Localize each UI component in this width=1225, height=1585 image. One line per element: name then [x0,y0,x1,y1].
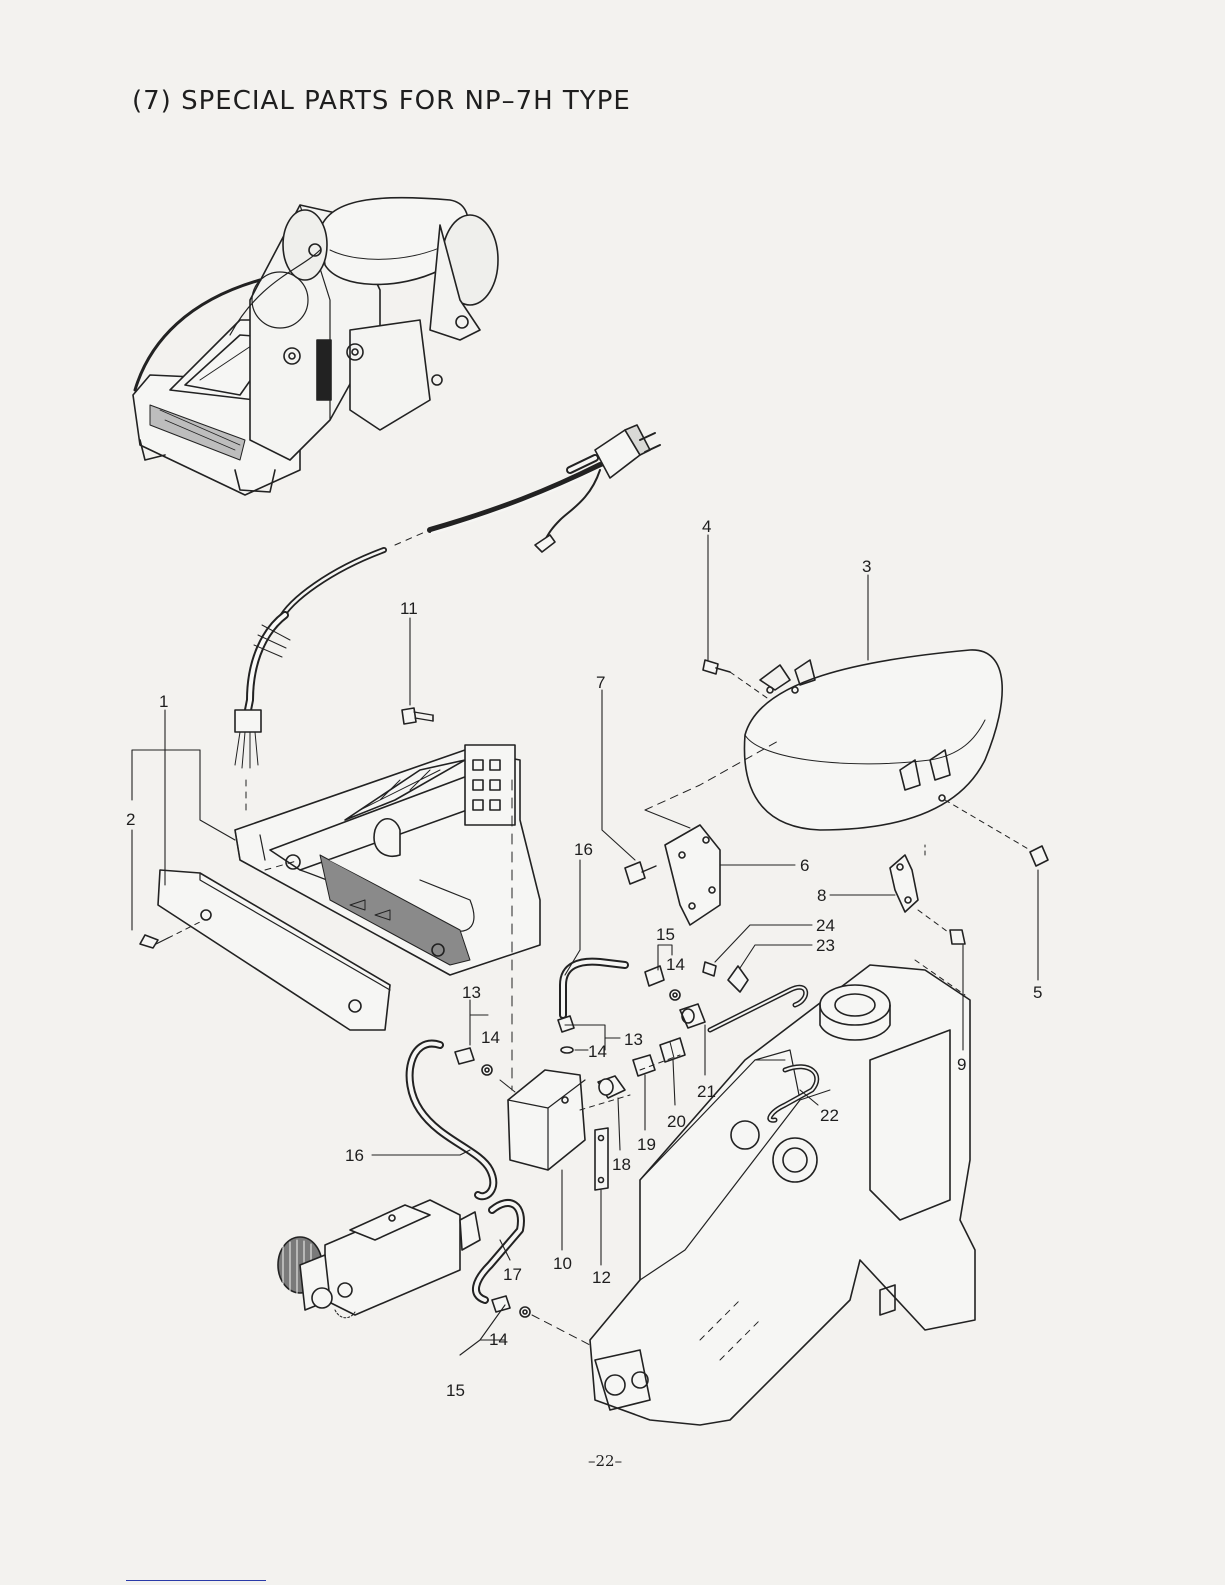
callout-7: 7 [596,673,605,692]
callout-16-upper: 16 [574,840,593,859]
callout-20: 20 [667,1112,686,1131]
callout-15-lower: 15 [446,1381,465,1400]
footer-link-underline [126,1580,266,1581]
callout-22: 22 [820,1106,839,1125]
callout-23: 23 [816,936,835,955]
fitting-part-21 [680,1004,705,1028]
callout-14-lower: 14 [489,1330,508,1349]
screw-part-7 [625,862,656,884]
callout-13-right: 13 [624,1030,643,1049]
bracket-part-8 [890,855,918,912]
callout-3: 3 [862,557,871,576]
air-filter-regulator [278,1200,480,1318]
callout-16-lower: 16 [345,1146,364,1165]
callout-6: 6 [800,856,809,875]
fitting-part-18 [598,1076,625,1098]
callout-5: 5 [1033,983,1042,1002]
tube-part-17 [476,1203,521,1300]
callout-12: 12 [592,1268,611,1287]
screw-part-24 [703,962,716,976]
callout-19: 19 [637,1135,656,1154]
valve-block-part-10 [508,1070,585,1170]
callout-24: 24 [816,916,835,935]
callout-15-upper: 15 [656,925,675,944]
callout-9: 9 [957,1055,966,1074]
callout-14-left: 14 [481,1028,500,1047]
bracket-part-6 [665,825,720,925]
screw-part-11 [402,708,433,724]
callout-11: 11 [400,599,418,618]
callout-10: 10 [553,1254,572,1273]
screw-part-5 [945,800,1048,866]
callout-13-upper: 13 [462,983,481,1002]
plate-part-12 [595,1128,608,1190]
screw-part-9 [918,910,965,944]
callout-14-upper: 14 [666,955,685,974]
callout-8: 8 [817,886,826,905]
callout-14-center: 14 [588,1042,607,1061]
page-number: –22– [588,1452,622,1470]
callout-1: 1 [159,692,168,711]
callout-21: 21 [697,1082,716,1101]
arm-casting-part [590,960,975,1425]
callout-18: 18 [612,1155,631,1174]
callout-17: 17 [503,1265,522,1284]
machine-overview-illustration [133,198,498,495]
callout-4: 4 [702,517,711,536]
belt-cover-part [744,650,1002,830]
callout-2: 2 [126,810,135,829]
fitting-part-20 [660,1038,685,1062]
clamp-part-23 [728,966,748,992]
